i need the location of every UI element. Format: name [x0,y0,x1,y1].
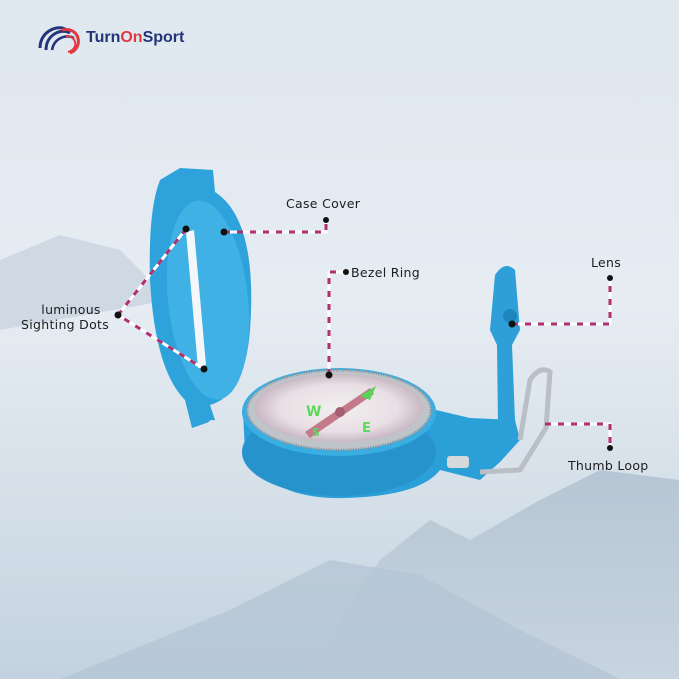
label-case-cover: Case Cover [286,196,361,211]
brand-name-part: Sport [142,29,185,46]
mountain-bg [60,560,620,679]
brand-name-part: On [120,29,143,46]
label-luminous-sighting-dots: luminous Sighting Dots [21,302,109,332]
lens-flap [490,266,520,425]
label-line: Sighting Dots [21,317,110,332]
thumb-loop [479,367,553,475]
leader-dots [114,217,613,451]
label-line: luminous [41,302,101,317]
label-bezel-ring: Bezel Ring [351,265,420,280]
label-thumb-loop: Thumb Loop [568,458,649,473]
svg-text:W: W [306,404,321,420]
svg-text:E: E [362,421,371,436]
svg-text:S: S [312,426,320,439]
brand-name: TurnOnSport [86,29,184,47]
mountain-bg [0,235,170,330]
brand-logo-icon [38,26,80,55]
brand-name-part: Turn [86,29,121,46]
label-lens: Lens [591,255,622,270]
